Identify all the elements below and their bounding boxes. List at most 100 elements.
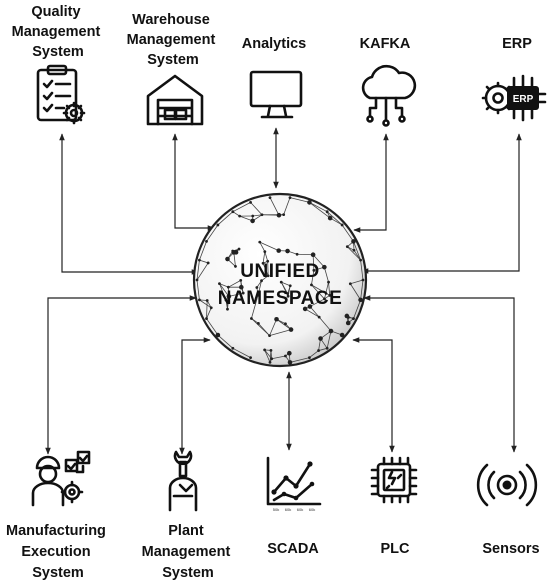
node-kafka: KAFKA: [360, 36, 417, 127]
mesh-edge: [206, 300, 208, 319]
mes-label-1: Manufacturing: [6, 523, 106, 539]
mesh-node: [346, 316, 350, 319]
connectors: [45, 127, 522, 455]
mesh-node: [266, 274, 270, 278]
connector-kafka: [353, 133, 389, 233]
mesh-node: [328, 328, 334, 334]
mesh-edge: [347, 246, 361, 261]
svg-text:Warehouse Management: Warehouse Management System: [127, 12, 220, 68]
mesh-node: [215, 332, 221, 338]
mesh-node: [198, 298, 201, 302]
mesh-node: [269, 348, 273, 352]
mesh-edge: [276, 318, 292, 330]
mesh-node: [288, 327, 294, 332]
mesh-edge: [283, 197, 291, 215]
mesh-edge: [281, 281, 291, 287]
scada-label: SCADA: [267, 541, 319, 557]
pms-label-3: System: [162, 565, 214, 581]
connector-sensors: [363, 295, 517, 453]
mesh-node: [250, 317, 253, 320]
erp-chip-gear-icon: ERP: [481, 74, 547, 122]
mesh-edge: [311, 270, 315, 285]
erp-icon-text: ERP: [513, 94, 534, 105]
qms-label-1: Quality: [31, 4, 80, 20]
node-warehouse-management-system: Warehouse Management System: [127, 12, 220, 126]
mesh-node: [250, 218, 255, 224]
mesh-edge: [252, 214, 263, 217]
node-manufacturing-execution-system: Manufacturing Execution System: [6, 450, 110, 581]
mesh-node: [266, 259, 270, 263]
mesh-edge: [196, 260, 200, 281]
mesh-node: [284, 322, 287, 326]
mesh-node: [260, 279, 263, 283]
svg-text:Manufacturing Execution: Manufacturing Execution System: [6, 523, 110, 581]
mesh-edge: [269, 197, 280, 216]
mesh-node: [327, 280, 330, 284]
mesh-node: [351, 239, 356, 244]
mesh-edge: [206, 318, 219, 336]
mesh-node: [268, 196, 272, 200]
mesh-edge: [350, 283, 361, 301]
mesh-edge: [217, 211, 234, 226]
mes-label-2: Execution: [21, 544, 90, 560]
mesh-node: [288, 284, 292, 288]
mesh-node: [323, 297, 326, 301]
mesh-edge: [269, 329, 292, 337]
mesh-edge: [311, 284, 325, 300]
mesh-node: [352, 248, 356, 252]
wms-label-3: System: [147, 52, 199, 68]
connector-qms: [59, 133, 199, 275]
scada-tick-1: 50k: [273, 507, 279, 512]
mesh-node: [327, 215, 333, 221]
mesh-node: [361, 278, 365, 282]
mesh-edge: [250, 202, 263, 216]
mesh-edge: [228, 280, 241, 288]
mesh-node: [225, 256, 230, 262]
mesh-node: [239, 278, 243, 282]
mes-label-3: System: [32, 565, 84, 581]
mesh-node: [231, 210, 235, 214]
mesh-edge: [199, 299, 212, 309]
mesh-edge: [262, 251, 266, 264]
scada-tick-4: 60k: [309, 507, 315, 512]
mesh-node: [263, 348, 267, 352]
microchip-icon: [370, 456, 418, 504]
mesh-node: [256, 293, 260, 297]
mesh-edge: [280, 281, 289, 294]
scada-tick-3: 60k: [297, 507, 303, 512]
mesh-edge: [232, 202, 251, 213]
mesh-node: [318, 336, 323, 341]
analytics-label: Analytics: [242, 36, 306, 52]
mesh-edge: [323, 267, 329, 283]
unified-namespace-sphere: UNIFIED NAMESPACE: [192, 192, 368, 368]
mesh-node: [249, 356, 252, 360]
pms-label-2: Management: [142, 544, 231, 560]
node-quality-management-system: Quality Management System: [12, 4, 101, 125]
mesh-node: [226, 294, 232, 299]
mesh-node: [285, 248, 290, 254]
connector-erp: [361, 133, 522, 274]
mesh-node: [195, 278, 199, 282]
mesh-edge: [196, 262, 209, 281]
mesh-node: [255, 286, 259, 289]
qms-label-2: Management: [12, 24, 101, 40]
mesh-node: [287, 350, 292, 356]
mesh-node: [231, 346, 235, 350]
mesh-edge: [309, 298, 325, 307]
mesh-node: [205, 299, 209, 302]
mesh-edge: [360, 279, 364, 300]
mesh-edge: [206, 224, 219, 242]
mesh-node: [226, 307, 229, 311]
mesh-edge: [269, 350, 272, 363]
mesh-node: [328, 293, 332, 297]
mesh-edge: [304, 308, 320, 318]
node-plant-management-system: Plant Management System: [142, 450, 231, 581]
mesh-edge: [217, 334, 234, 349]
mesh-node: [260, 213, 264, 217]
mesh-edge: [219, 283, 230, 297]
node-analytics: Analytics: [242, 36, 306, 119]
mesh-edge: [312, 254, 325, 268]
mesh-edge: [318, 347, 328, 351]
mesh-edge: [289, 197, 310, 203]
mesh-edge: [259, 241, 279, 251]
